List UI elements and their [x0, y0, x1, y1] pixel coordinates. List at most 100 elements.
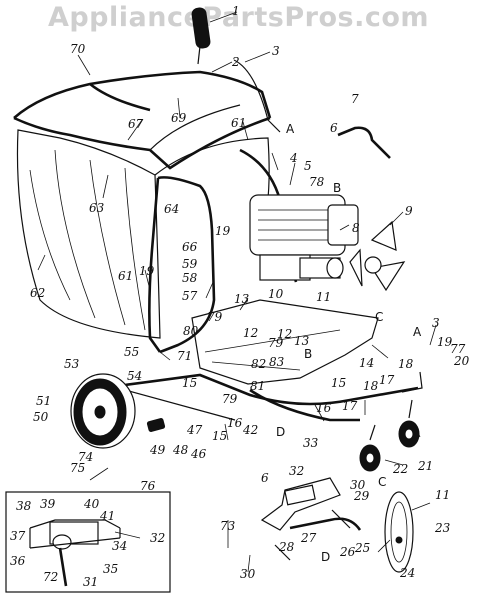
callout-8: 8 [352, 221, 360, 235]
callout-15: 15 [331, 376, 346, 390]
bracket-7 [337, 126, 391, 159]
bag-frame [13, 70, 272, 170]
callout-64: 64 [164, 202, 179, 216]
impeller [349, 220, 406, 292]
callout-58: 58 [182, 271, 198, 285]
callout-53: 53 [64, 357, 80, 371]
spring-49 [146, 418, 166, 432]
callout-54: 54 [127, 369, 142, 383]
callout-19: 19 [139, 264, 155, 278]
callout-6: 6 [261, 471, 269, 485]
callout-9: 9 [405, 204, 413, 218]
callout-42: 42 [242, 423, 258, 437]
callout-35: 35 [103, 562, 118, 576]
side-wheel [384, 491, 414, 573]
callout-79: 79 [268, 336, 284, 350]
callout-55: 55 [124, 345, 139, 359]
callout-32: 32 [289, 464, 304, 478]
callout-12: 12 [243, 326, 258, 340]
callout-31: 31 [83, 575, 98, 589]
callout-46: 46 [190, 447, 207, 461]
callout-21: 21 [417, 459, 433, 473]
inset-detail [5, 491, 171, 593]
ref-letter-C: C [375, 310, 383, 324]
axle-frame [117, 371, 423, 422]
callout-23: 23 [434, 521, 451, 535]
callout-28: 28 [278, 540, 295, 554]
callout-59: 59 [182, 257, 198, 271]
callout-18: 18 [363, 379, 379, 393]
ref-letter-C: C [378, 475, 386, 489]
callout-82: 82 [251, 357, 266, 371]
callout-40: 40 [83, 497, 100, 511]
callout-75: 75 [70, 461, 85, 475]
bracket-assembly [260, 477, 362, 561]
callout-3: 3 [432, 316, 440, 330]
callout-34: 34 [112, 539, 127, 553]
callout-63: 63 [89, 201, 105, 215]
callout-17: 17 [379, 373, 395, 387]
callout-27: 27 [300, 531, 317, 545]
callout-37: 37 [10, 529, 26, 543]
rear-wheel [70, 373, 136, 449]
callout-4: 4 [289, 151, 298, 165]
ref-letter-A: A [286, 122, 295, 136]
ref-letter-B: B [333, 181, 341, 195]
callout-78: 78 [309, 175, 325, 189]
callout-29: 29 [353, 489, 370, 503]
caster-wheels [359, 399, 420, 472]
callout-17: 17 [342, 399, 358, 413]
reference-letters: A B C A B D C D [276, 122, 422, 564]
callout-77: 77 [450, 342, 466, 356]
callout-22: 22 [392, 462, 408, 476]
callout-62: 62 [30, 286, 45, 300]
callout-41: 41 [99, 509, 115, 523]
callout-57: 57 [182, 289, 198, 303]
callout-26: 26 [339, 545, 356, 559]
callout-47: 47 [186, 423, 203, 437]
callout-73: 73 [220, 519, 236, 533]
callout-48: 48 [172, 443, 189, 457]
callout-24: 24 [399, 566, 415, 580]
callout-15: 15 [212, 429, 227, 443]
callout-50: 50 [33, 410, 49, 424]
callout-61: 61 [231, 116, 246, 130]
leader-lines [37, 11, 437, 573]
callout-16: 16 [227, 416, 243, 430]
callout-20: 20 [453, 354, 470, 368]
callout-7: 7 [351, 92, 359, 106]
callout-19: 19 [437, 335, 453, 349]
ref-letter-D: D [276, 425, 285, 439]
callout-12: 12 [277, 327, 292, 341]
callout-74: 74 [78, 450, 93, 464]
grass-bag [16, 129, 270, 339]
callout-11: 11 [435, 488, 450, 502]
callout-66: 66 [182, 240, 198, 254]
callout-19: 19 [215, 224, 231, 238]
callout-49: 49 [149, 443, 166, 457]
callout-51: 51 [36, 394, 51, 408]
callout-80: 80 [183, 324, 199, 338]
callout-13: 13 [234, 292, 250, 306]
callout-1: 1 [232, 4, 240, 18]
engine [249, 194, 359, 281]
callout-13: 13 [294, 334, 310, 348]
handle [148, 7, 281, 354]
watermark: AppliancePartsPros.com [47, 2, 430, 33]
callout-numbers: 1 2 3 70 7 6 69 67 61 4 5 78 8 9 63 64 1… [10, 4, 470, 589]
callout-72: 72 [43, 570, 58, 584]
callout-14: 14 [359, 356, 374, 370]
callout-79: 79 [207, 310, 223, 324]
callout-83: 83 [269, 355, 285, 369]
callout-6: 6 [330, 121, 338, 135]
callout-5: 5 [304, 159, 312, 173]
ref-letter-A: A [413, 325, 422, 339]
callout-3: 3 [272, 44, 280, 58]
callout-81: 81 [250, 379, 265, 393]
callout-10: 10 [268, 287, 284, 301]
callout-30: 30 [240, 567, 256, 581]
ref-letter-D: D [321, 550, 330, 564]
callout-33: 33 [303, 436, 319, 450]
callout-69: 69 [171, 111, 187, 125]
